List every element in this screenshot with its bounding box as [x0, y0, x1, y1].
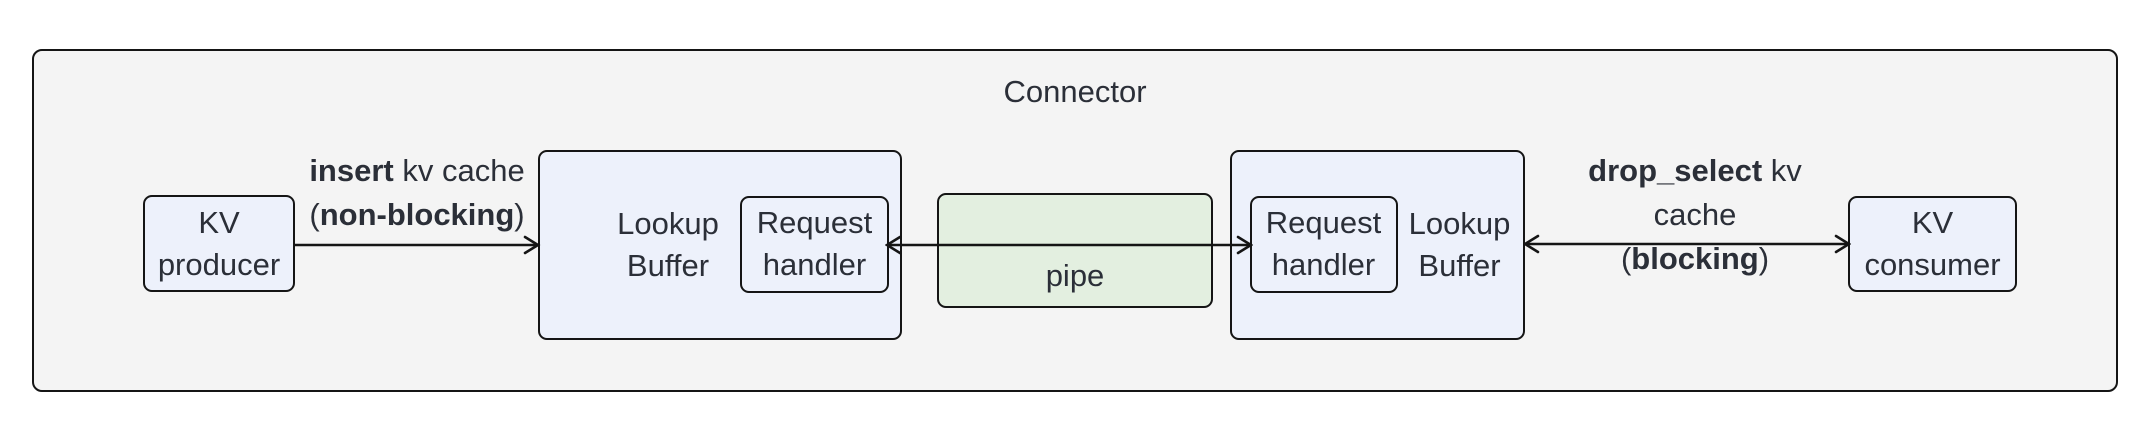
drop-select-double-arrow: [1523, 234, 1851, 254]
pipe-label: pipe: [1045, 258, 1105, 293]
lookup-buffer-right-node: Request handler Lookup Buffer: [1230, 150, 1525, 340]
request-handler-left-node: Request handler: [740, 195, 889, 293]
insert-arrow: [294, 235, 541, 255]
drop-select-edge-label-line1: drop_select kv cache: [1588, 153, 1802, 232]
drop-select-edge-label: drop_select kv cache (blocking): [1545, 149, 1845, 281]
insert-edge-label: insert kv cache (non-blocking): [267, 149, 567, 237]
lookup-buffer-right-label: Lookup Buffer: [1408, 206, 1511, 283]
kv-consumer-label-line1: KV: [1911, 205, 1954, 240]
request-handler-right-node: Request handler: [1249, 195, 1398, 293]
kv-consumer-label-line2: consumer: [1864, 247, 2001, 282]
kv-producer-label-line1: KV: [198, 204, 240, 240]
insert-edge-label-line1: insert kv cache: [309, 153, 525, 188]
kv-producer-node: KV producer: [143, 195, 295, 292]
pipe-double-arrow: [885, 235, 1253, 255]
kv-producer-label-line2: producer: [157, 246, 281, 282]
kv-consumer-node: KV consumer: [1848, 196, 2017, 292]
insert-edge-label-line2: (non-blocking): [309, 197, 525, 232]
pipe-node: pipe: [937, 193, 1213, 308]
drop-select-edge-label-line2: (blocking): [1620, 241, 1770, 276]
lookup-buffer-left-node: Lookup Buffer Request handler: [538, 150, 902, 340]
lookup-buffer-left-label: Lookup Buffer: [617, 206, 719, 283]
connector-title: Connector: [1003, 74, 1147, 109]
